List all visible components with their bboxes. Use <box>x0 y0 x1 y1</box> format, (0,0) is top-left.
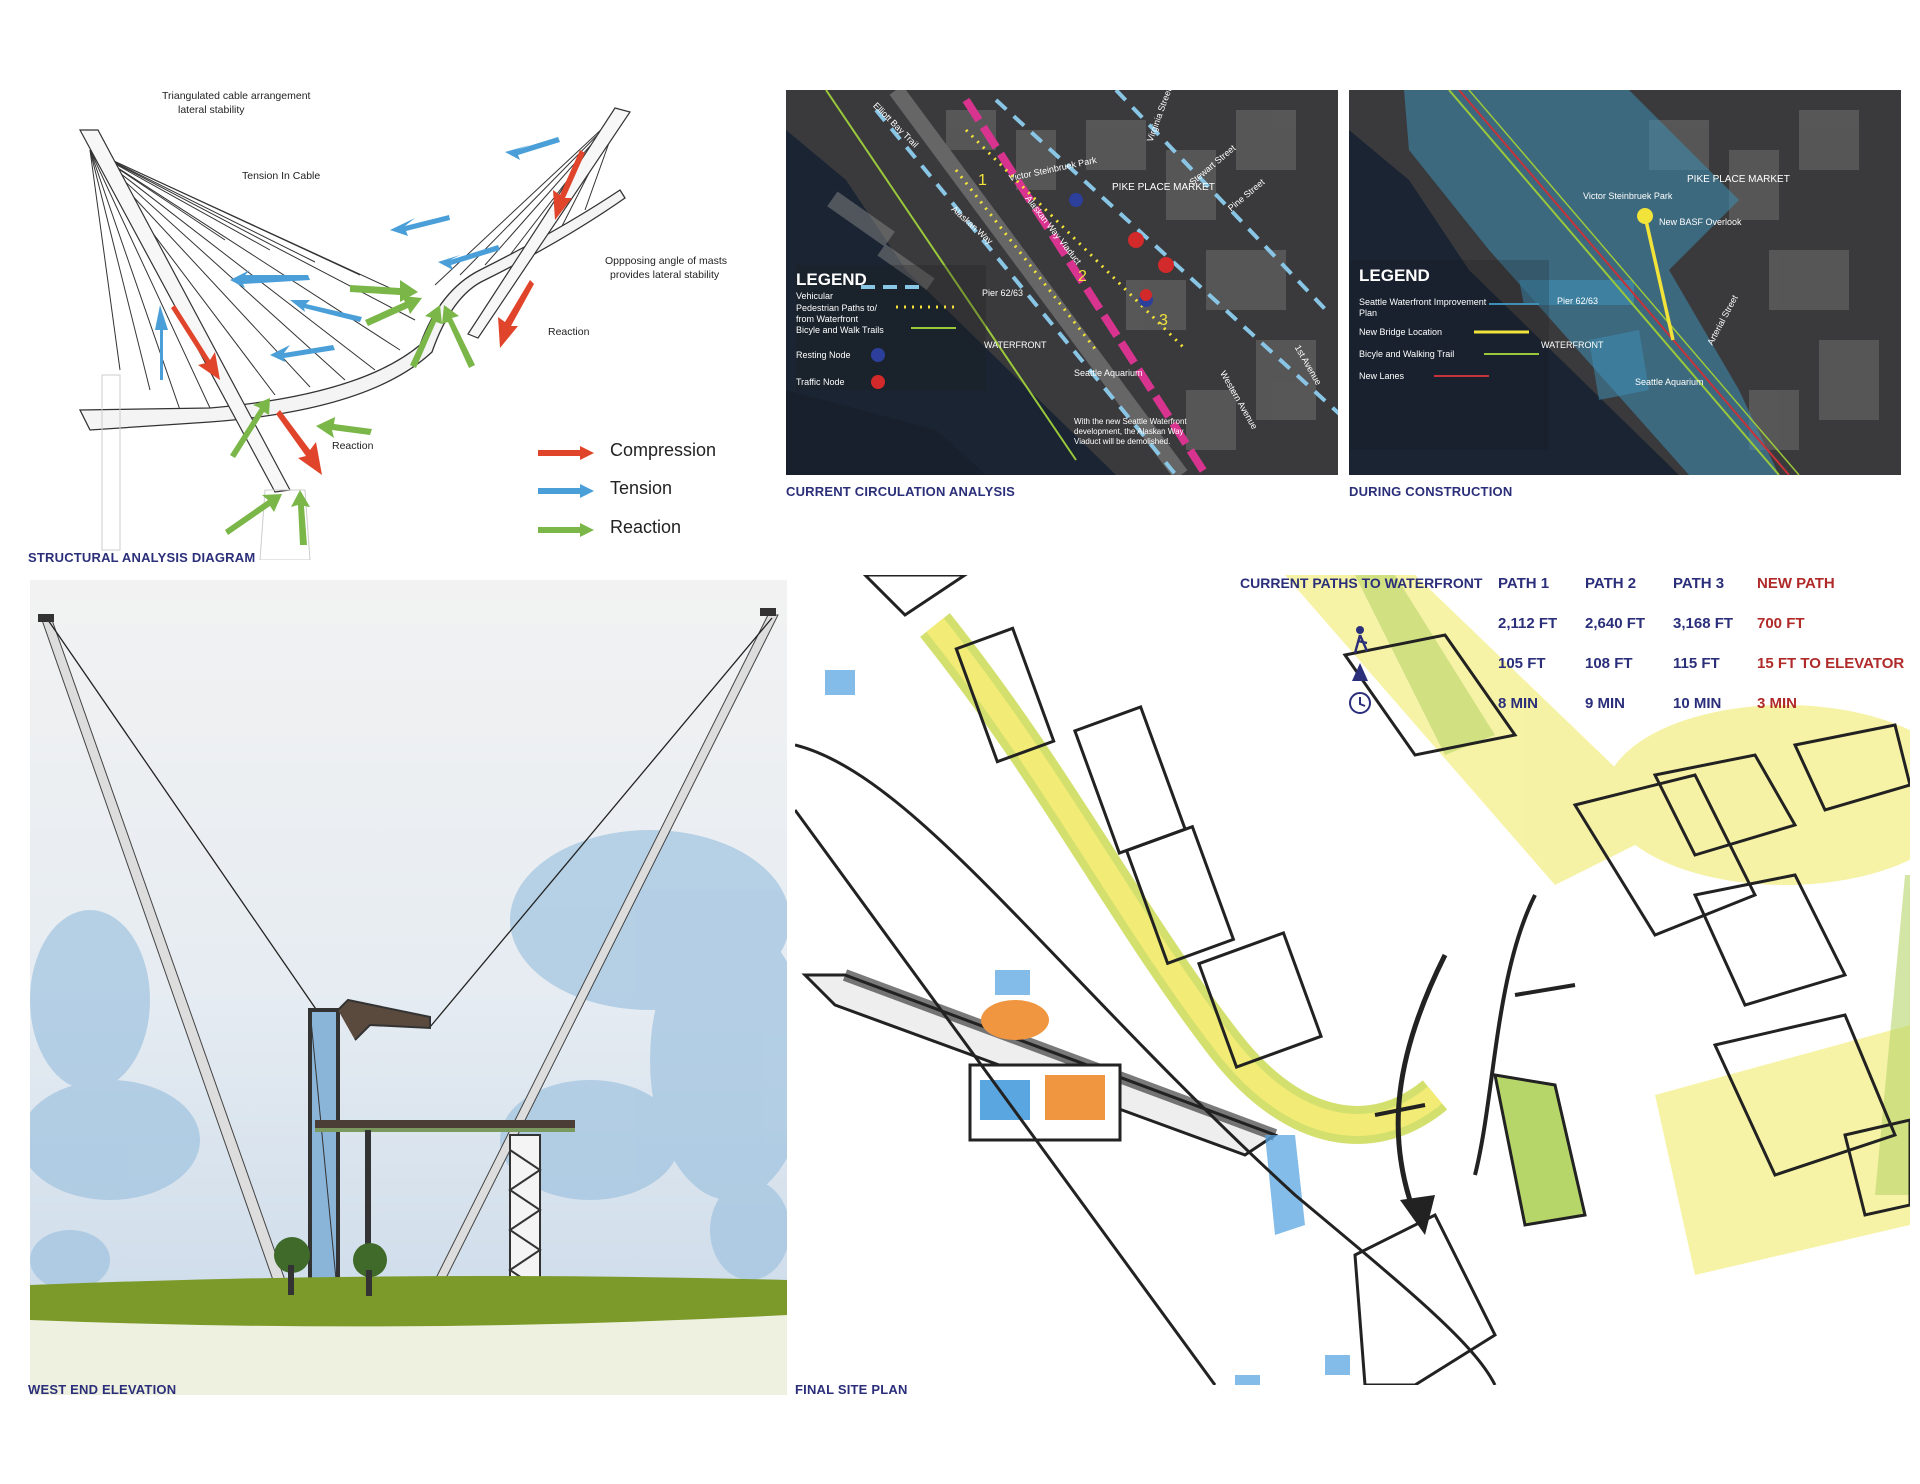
elevation-path-3: 115 FT <box>1673 655 1720 672</box>
site-plan-header: CURRENT PATHS TO WATERFRONT <box>1240 575 1483 591</box>
annotation-reaction-bottom: Reaction <box>332 440 374 452</box>
circulation-legend-pedestrian-2: from Waterfront <box>796 314 859 324</box>
label-aquarium-2: Seattle Aquarium <box>1635 377 1704 387</box>
annotation-opposing-2: provides lateral stability <box>610 269 720 281</box>
caption-during-construction: DURING CONSTRUCTION <box>1349 484 1513 499</box>
elevation-drawing <box>30 580 787 1395</box>
structural-diagram <box>78 107 631 560</box>
path-number-1: 1 <box>978 172 987 189</box>
label-victor-park-2: Victor Steinbruek Park <box>1583 191 1673 201</box>
legend-reaction-label: Reaction <box>610 517 682 537</box>
circulation-legend-bike: Bicyle and Walk Trails <box>796 325 884 335</box>
construction-aerial <box>1349 90 1901 475</box>
legend-reaction: Reaction <box>538 517 738 547</box>
label-pier: Pier 62/63 <box>982 288 1024 298</box>
col-path-3: PATH 3 <box>1673 575 1725 592</box>
caption-west-end: WEST END ELEVATION <box>28 1382 177 1397</box>
circulation-legend-title: LEGEND <box>796 270 867 289</box>
label-waterfront-2: WATERFRONT <box>1541 340 1604 350</box>
circulation-legend-vehicular: Vehicular <box>796 291 834 301</box>
caption-current-circulation: CURRENT CIRCULATION ANALYSIS <box>786 484 1016 499</box>
label-aquarium: Seattle Aquarium <box>1074 368 1143 378</box>
circulation-legend-pedestrian-1: Pedestrian Paths to/ <box>796 303 878 313</box>
pedestrian-icon <box>1353 626 1369 654</box>
path-number-2: 2 <box>1078 268 1087 285</box>
final-site-plan: CURRENT PATHS TO WATERFRONT PATH 1 PATH … <box>795 575 1910 1385</box>
legend-tension-label: Tension <box>610 478 673 498</box>
time-new-path: 3 MIN <box>1757 695 1798 712</box>
legend-tension: Tension <box>538 478 738 508</box>
construction-legend-plan: Plan <box>1359 308 1378 318</box>
annotation-lateral: lateral stability <box>178 104 245 116</box>
viaduct-note-3: Viaduct will be demolished. <box>1074 437 1171 446</box>
annotation-opposing-1: Oppposing angle of masts <box>605 255 727 267</box>
elevation-new-path: 15 FT TO ELEVATOR <box>1757 655 1905 672</box>
label-waterfront: WATERFRONT <box>984 340 1047 350</box>
label-pier-2: Pier 62/63 <box>1557 296 1599 306</box>
west-end-elevation <box>30 580 787 1395</box>
compression-arrow-icon <box>538 446 594 460</box>
structural-diagram-panel: Triangulated cable arrangement lateral s… <box>60 90 750 560</box>
caption-final-site: FINAL SITE PLAN <box>795 1382 908 1397</box>
elevation-triangle-icon <box>1352 663 1368 681</box>
label-basf-overlook: New BASF Overlook <box>1659 217 1742 227</box>
distance-path-1: 2,112 FT <box>1498 615 1558 632</box>
construction-legend-lanes: New Lanes <box>1359 371 1405 381</box>
reaction-arrow-icon <box>538 523 594 537</box>
circulation-map: LEGEND Vehicular Pedestrian Paths to/ fr… <box>786 90 1338 475</box>
distance-path-3: 3,168 FT <box>1673 615 1734 632</box>
distance-new-path: 700 FT <box>1757 615 1805 632</box>
distance-path-2: 2,640 FT <box>1585 615 1646 632</box>
elevation-path-2: 108 FT <box>1585 655 1633 672</box>
site-plan-sketch <box>795 575 1910 1385</box>
time-path-2: 9 MIN <box>1585 695 1626 712</box>
caption-structural: STRUCTURAL ANALYSIS DIAGRAM <box>28 550 256 565</box>
annotation-triangulated: Triangulated cable arrangement <box>162 90 311 102</box>
path-number-3: 3 <box>1159 312 1168 329</box>
construction-map: LEGEND Seattle Waterfront Improvement Pl… <box>1349 90 1901 475</box>
clock-icon <box>1349 692 1371 714</box>
label-pike-place-2: PIKE PLACE MARKET <box>1687 174 1790 185</box>
tension-arrow-icon <box>538 484 594 498</box>
circulation-legend-traffic: Traffic Node <box>796 377 845 387</box>
viaduct-note-2: development, the Alaskan Way <box>1074 427 1184 436</box>
circulation-legend-resting: Resting Node <box>796 350 851 360</box>
col-path-1: PATH 1 <box>1498 575 1550 592</box>
elevation-path-1: 105 FT <box>1498 655 1546 672</box>
construction-legend-improvement: Seattle Waterfront Improvement <box>1359 297 1487 307</box>
time-path-1: 8 MIN <box>1498 695 1539 712</box>
construction-legend-title: LEGEND <box>1359 266 1430 285</box>
label-pike-place: PIKE PLACE MARKET <box>1112 182 1215 193</box>
col-path-2: PATH 2 <box>1585 575 1637 592</box>
construction-legend-trail: Bicyle and Walking Trail <box>1359 349 1455 359</box>
col-new-path: NEW PATH <box>1757 575 1835 592</box>
legend-compression: Compression <box>538 440 738 470</box>
legend-compression-label: Compression <box>610 440 717 460</box>
construction-legend-bridge: New Bridge Location <box>1359 327 1443 337</box>
annotation-reaction-top: Reaction <box>548 326 590 338</box>
viaduct-note-1: With the new Seattle Waterfront <box>1074 417 1187 426</box>
time-path-3: 10 MIN <box>1673 695 1722 712</box>
circulation-aerial <box>786 90 1338 475</box>
annotation-tension-cable: Tension In Cable <box>242 170 321 182</box>
